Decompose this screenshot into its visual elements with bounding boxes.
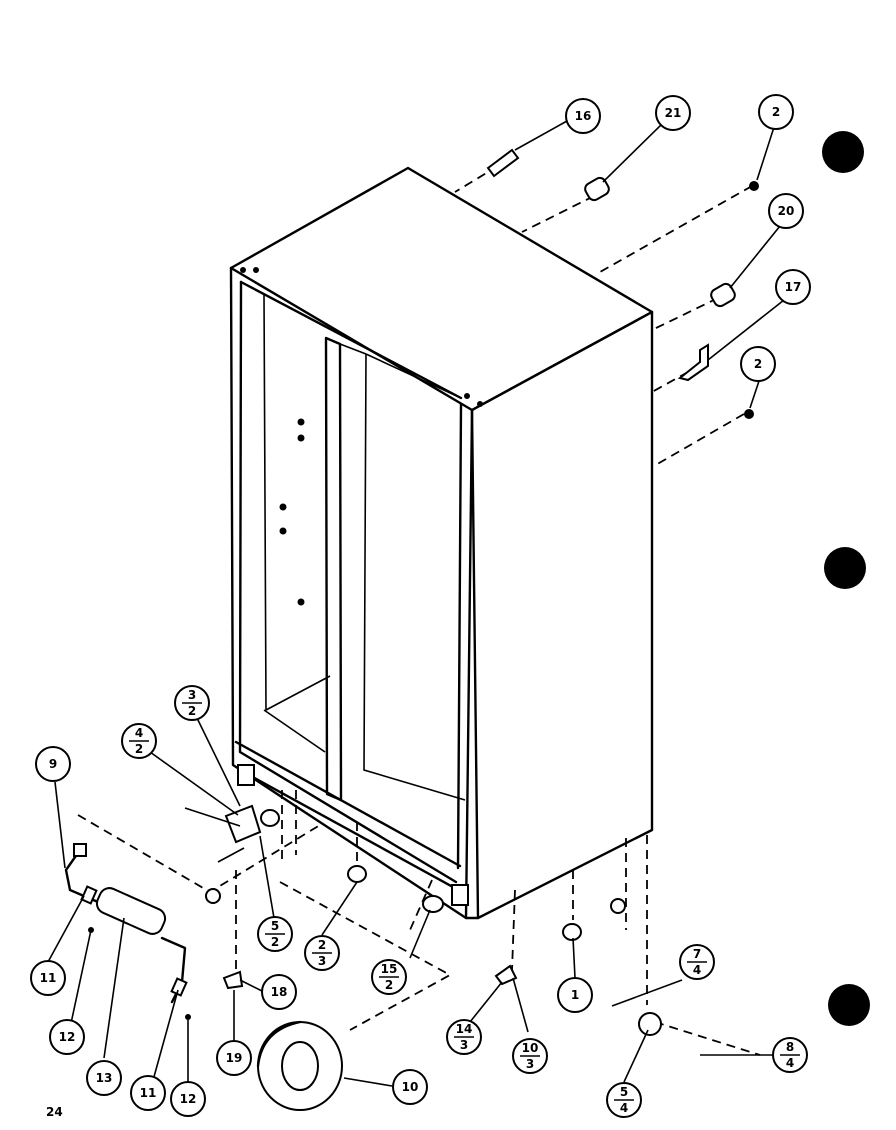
callout-17: 17 <box>775 269 811 305</box>
svg-text:2: 2 <box>135 742 143 756</box>
svg-text:9: 9 <box>49 757 57 771</box>
svg-text:3: 3 <box>460 1038 468 1052</box>
callout-5-2: 52 <box>257 916 293 952</box>
svg-text:14: 14 <box>456 1022 473 1036</box>
callout-10-3: 103 <box>512 1038 548 1074</box>
svg-text:4: 4 <box>693 963 701 977</box>
callout-11-left: 11 <box>30 960 66 996</box>
svg-text:2: 2 <box>188 704 196 718</box>
small-parts <box>64 148 759 1111</box>
callout-15-2: 152 <box>371 959 407 995</box>
svg-text:5: 5 <box>271 919 279 933</box>
svg-text:8: 8 <box>786 1040 794 1054</box>
callout-5-4: 54 <box>606 1082 642 1118</box>
callout-21: 21 <box>655 95 691 131</box>
svg-text:2: 2 <box>754 357 762 371</box>
callout-2-mid: 2 <box>740 346 776 382</box>
callout-20: 20 <box>768 193 804 229</box>
callout-8-4: 84 <box>772 1037 808 1073</box>
svg-text:12: 12 <box>59 1030 76 1044</box>
cabinet <box>229 166 654 920</box>
svg-text:3: 3 <box>526 1057 534 1071</box>
svg-text:16: 16 <box>575 109 592 123</box>
svg-text:10: 10 <box>522 1041 539 1055</box>
callout-11-right: 11 <box>130 1075 166 1111</box>
svg-text:15: 15 <box>381 962 398 976</box>
svg-text:4: 4 <box>135 726 143 740</box>
svg-text:17: 17 <box>785 280 802 294</box>
svg-text:11: 11 <box>140 1086 157 1100</box>
callout-3-2: 32 <box>174 685 210 721</box>
callout-2-top: 2 <box>758 94 794 130</box>
svg-text:2: 2 <box>385 978 393 992</box>
svg-text:2: 2 <box>772 105 780 119</box>
svg-text:3: 3 <box>318 954 326 968</box>
svg-text:3: 3 <box>188 688 196 702</box>
callout-16: 16 <box>565 98 601 134</box>
callout-14-3: 143 <box>446 1019 482 1055</box>
callout-19: 19 <box>216 1040 252 1076</box>
svg-text:1: 1 <box>571 988 579 1002</box>
svg-text:2: 2 <box>271 935 279 949</box>
callout-18: 18 <box>261 974 297 1010</box>
svg-text:4: 4 <box>620 1101 628 1115</box>
svg-text:10: 10 <box>402 1080 419 1094</box>
svg-text:7: 7 <box>693 947 701 961</box>
svg-text:4: 4 <box>786 1056 794 1070</box>
callout-leaders <box>47 120 785 1087</box>
svg-text:13: 13 <box>96 1071 113 1085</box>
svg-text:12: 12 <box>180 1092 197 1106</box>
svg-text:5: 5 <box>620 1085 628 1099</box>
svg-text:20: 20 <box>778 204 795 218</box>
callout-7-4: 74 <box>679 944 715 980</box>
callout-10: 10 <box>392 1069 428 1105</box>
svg-text:11: 11 <box>40 971 57 985</box>
page-number: 24 <box>46 1105 63 1119</box>
binder-holes <box>822 131 870 1026</box>
callout-9: 9 <box>35 746 71 782</box>
callout-12-left: 12 <box>49 1019 85 1055</box>
callout-1: 1 <box>557 977 593 1013</box>
svg-text:18: 18 <box>271 985 288 999</box>
leader-lines <box>77 165 761 1056</box>
callout-2-3: 23 <box>304 935 340 971</box>
svg-text:2: 2 <box>318 938 326 952</box>
callout-4-2: 42 <box>121 723 157 759</box>
svg-text:21: 21 <box>665 106 682 120</box>
svg-text:19: 19 <box>226 1051 243 1065</box>
callout-13: 13 <box>86 1060 122 1096</box>
callout-12-right: 12 <box>170 1081 206 1117</box>
